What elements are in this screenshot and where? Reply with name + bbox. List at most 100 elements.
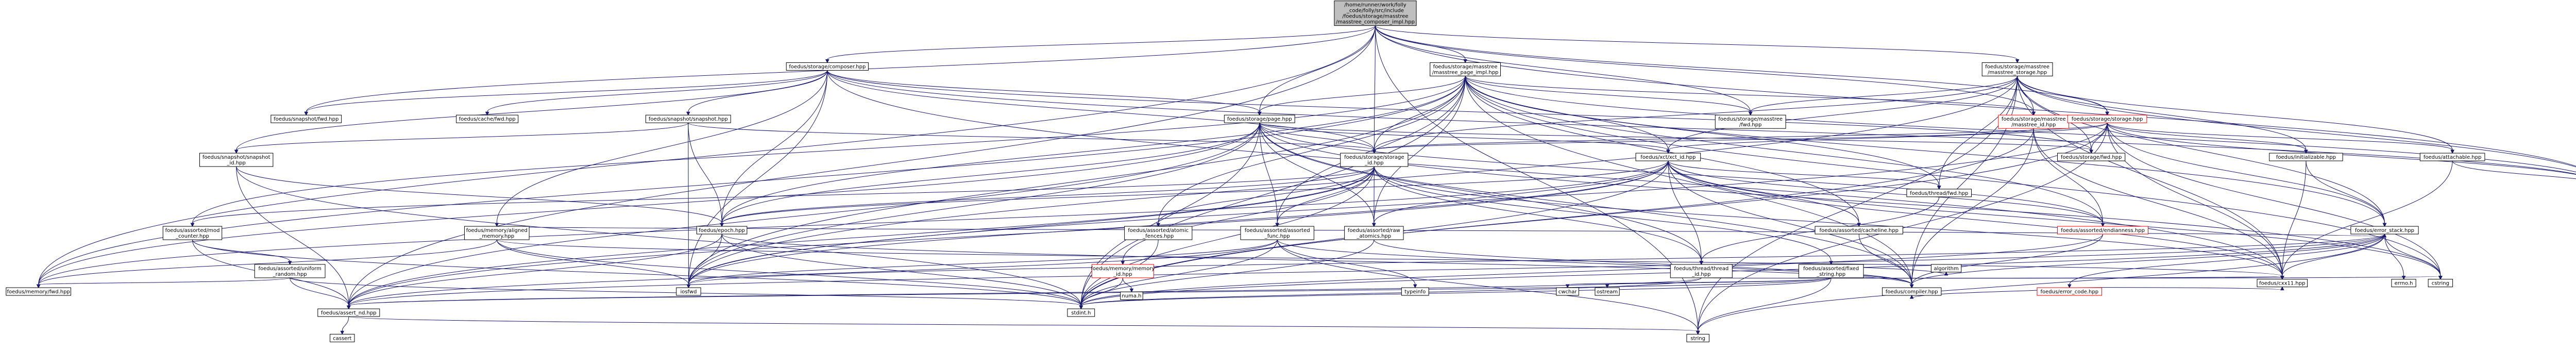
- edge-composer-to-storage-id: [827, 70, 1377, 154]
- node-assorted-cacheline[interactable]: foedus/assorted/cacheline.hpp: [1815, 226, 1903, 235]
- node-cstring[interactable]: cstring: [2428, 279, 2453, 288]
- node-uniform-random[interactable]: foedus/assorted/uniform_random.hpp: [254, 264, 326, 278]
- edge-storage-hpp-to-error-stack: [2107, 123, 2387, 227]
- edge-error-stack-to-iosfwd: [686, 234, 2385, 289]
- node-stdint[interactable]: stdint.h: [1067, 308, 1095, 317]
- node-box: [696, 226, 748, 235]
- edge-error-stack-to-compiler: [1909, 234, 2385, 289]
- node-assert-nd[interactable]: foedus/assert_nd.hpp: [317, 308, 380, 317]
- edge-xct-id-to-cxx11: [1668, 161, 2284, 280]
- edge-mt-storage-to-string: [1696, 76, 2018, 335]
- node-label: cwchar: [1558, 289, 1578, 295]
- node-memory-id[interactable]: foedus/memory/memory_id.hpp: [1091, 264, 1155, 278]
- node-mt-storage[interactable]: foedus/storage/masstree/masstree_storage…: [1981, 62, 2053, 76]
- node-box: [1930, 264, 1962, 273]
- node-box: [2391, 279, 2416, 288]
- node-box: [2269, 153, 2343, 161]
- node-mod-counter[interactable]: foedus/assorted/mod_counter.hpp: [162, 226, 223, 240]
- node-initializable[interactable]: foedus/initializable.hpp: [2269, 153, 2343, 161]
- edge-attachable-to-cxx11: [2280, 161, 2453, 280]
- node-masstree-fwd[interactable]: foedus/storage/masstree/fwd.hpp: [1715, 114, 1786, 129]
- node-box: [2419, 153, 2485, 161]
- node-errno-h[interactable]: errno.h: [2391, 279, 2416, 288]
- node-label: _id.hpp: [227, 160, 246, 166]
- node-label: foedus/assorted/uniform: [258, 266, 321, 272]
- node-atomic-fences[interactable]: foedus/assorted/atomic_fences.hpp: [1124, 226, 1193, 240]
- node-box: [1906, 189, 1972, 197]
- node-label: string: [1690, 336, 1705, 341]
- node-cwchar[interactable]: cwchar: [1556, 287, 1579, 296]
- edge-error-stack-to-cxx11: [2280, 234, 2385, 280]
- node-label: /foedus/storage/masstree: [1342, 14, 1408, 20]
- edge-storage-id-to-assorted-func: [1275, 167, 1375, 227]
- edge-composer-to-foedus-fwd: [827, 70, 2576, 175]
- node-snapshot-hpp[interactable]: foedus/snapshot/snapshot.hpp: [645, 114, 731, 123]
- edge-snapshot-id-to-stdint: [236, 167, 1083, 310]
- node-box: [2350, 226, 2419, 235]
- node-box: [1430, 62, 1501, 76]
- edge-error-stack-to-errno-h: [2384, 234, 2406, 280]
- node-label: foedus/error_code.hpp: [2040, 289, 2098, 295]
- edge-xct-id-to-epoch: [720, 160, 1669, 227]
- node-assorted-endianness[interactable]: foedus/assorted/endianness.hpp: [2057, 226, 2149, 235]
- edge-storage-hpp-to-iosfwd: [686, 123, 2108, 289]
- node-label: foedus/assorted/assorted: [1245, 228, 1310, 234]
- node-page-hpp[interactable]: foedus/storage/page.hpp: [1224, 114, 1295, 123]
- node-label: iosfwd: [680, 289, 697, 295]
- node-label: foedus/initializable.hpp: [2276, 155, 2336, 160]
- node-compiler[interactable]: foedus/compiler.hpp: [1882, 287, 1942, 296]
- node-thread-fwd[interactable]: foedus/thread/fwd.hpp: [1906, 189, 1972, 197]
- node-box: [1344, 226, 1404, 240]
- node-box: [456, 114, 519, 123]
- node-label: foedus/assorted/raw: [1348, 228, 1400, 234]
- node-attachable[interactable]: foedus/attachable.hpp: [2419, 153, 2485, 161]
- node-algorithm[interactable]: algorithm: [1930, 264, 1962, 273]
- node-thread-id[interactable]: foedus/thread/thread_id.hpp: [1670, 264, 1733, 278]
- node-storage-hpp[interactable]: foedus/storage/storage.hpp: [2067, 114, 2147, 123]
- node-aligned-memory[interactable]: foedus/memory/aligned_memory.hpp: [464, 226, 530, 240]
- node-label: foedus/cxx11.hpp: [2259, 281, 2305, 287]
- node-label: foedus/memory/fwd.hpp: [7, 289, 70, 295]
- edge-page-hpp-to-cstring: [1259, 123, 2443, 280]
- node-box: [254, 264, 326, 278]
- edge-composer-to-page-hpp: [827, 70, 1262, 116]
- node-box: [1595, 287, 1620, 296]
- node-epoch[interactable]: foedus/epoch.hpp: [696, 226, 748, 235]
- node-box: [1670, 264, 1733, 278]
- edge-composer-to-snapshot-hpp: [686, 70, 828, 116]
- node-error-code[interactable]: foedus/error_code.hpp: [2037, 287, 2103, 296]
- node-memory-fwd[interactable]: foedus/memory/fwd.hpp: [6, 287, 71, 296]
- node-storage-id[interactable]: foedus/storage/storage_id.hpp: [1340, 153, 1409, 167]
- node-error-stack[interactable]: foedus/error_stack.hpp: [2350, 226, 2419, 235]
- node-cache-fwd[interactable]: foedus/cache/fwd.hpp: [456, 114, 519, 123]
- node-ostream[interactable]: ostream: [1595, 287, 1620, 296]
- node-storage-fwd[interactable]: foedus/storage/fwd.hpp: [2057, 153, 2126, 161]
- node-snapshot-id[interactable]: foedus/snapshot/snapshot_id.hpp: [199, 153, 274, 167]
- node-cxx11[interactable]: foedus/cxx11.hpp: [2257, 279, 2308, 288]
- node-box: [2067, 114, 2147, 123]
- node-label: /masstree_id.hpp: [2011, 122, 2056, 128]
- node-string[interactable]: string: [1686, 334, 1709, 342]
- edge-mt-page-impl-to-error-stack: [1465, 76, 2387, 227]
- node-iosfwd[interactable]: iosfwd: [676, 287, 701, 296]
- node-label: _memory.hpp: [479, 234, 515, 239]
- node-assorted-func[interactable]: foedus/assorted/assorted_func.hpp: [1240, 226, 1314, 240]
- node-snapshot-fwd[interactable]: foedus/snapshot/fwd.hpp: [270, 114, 342, 123]
- edge-mod-counter-to-stdint: [192, 239, 1083, 310]
- node-mt-page-impl[interactable]: foedus/storage/masstree/masstree_page_im…: [1430, 62, 1501, 76]
- node-raw-atomics[interactable]: foedus/assorted/raw_atomics.hpp: [1344, 226, 1404, 240]
- edge-epoch-to-assert-nd: [347, 234, 722, 310]
- node-fixed-string[interactable]: foedus/assorted/fixed_string.hpp: [1798, 264, 1864, 278]
- node-composer[interactable]: foedus/storage/composer.hpp: [786, 62, 869, 71]
- edge-storage-id-to-memory-id: [1121, 167, 1375, 265]
- node-cassert[interactable]: cassert: [330, 334, 355, 342]
- node-mt-id[interactable]: foedus/storage/masstree/masstree_id.hpp: [1998, 114, 2070, 129]
- node-xct-id[interactable]: foedus/xct/xct_id.hpp: [1635, 153, 1701, 161]
- node-numa-h[interactable]: numa.h: [1120, 291, 1143, 300]
- node-root: /home/runner/work/folly_code/folly/src/i…: [1334, 1, 1417, 26]
- node-box: [645, 114, 731, 123]
- node-label: foedus/storage/masstree: [1985, 64, 2049, 70]
- node-typeinfo[interactable]: typeinfo: [1401, 287, 1429, 296]
- node-label: cassert: [333, 336, 351, 341]
